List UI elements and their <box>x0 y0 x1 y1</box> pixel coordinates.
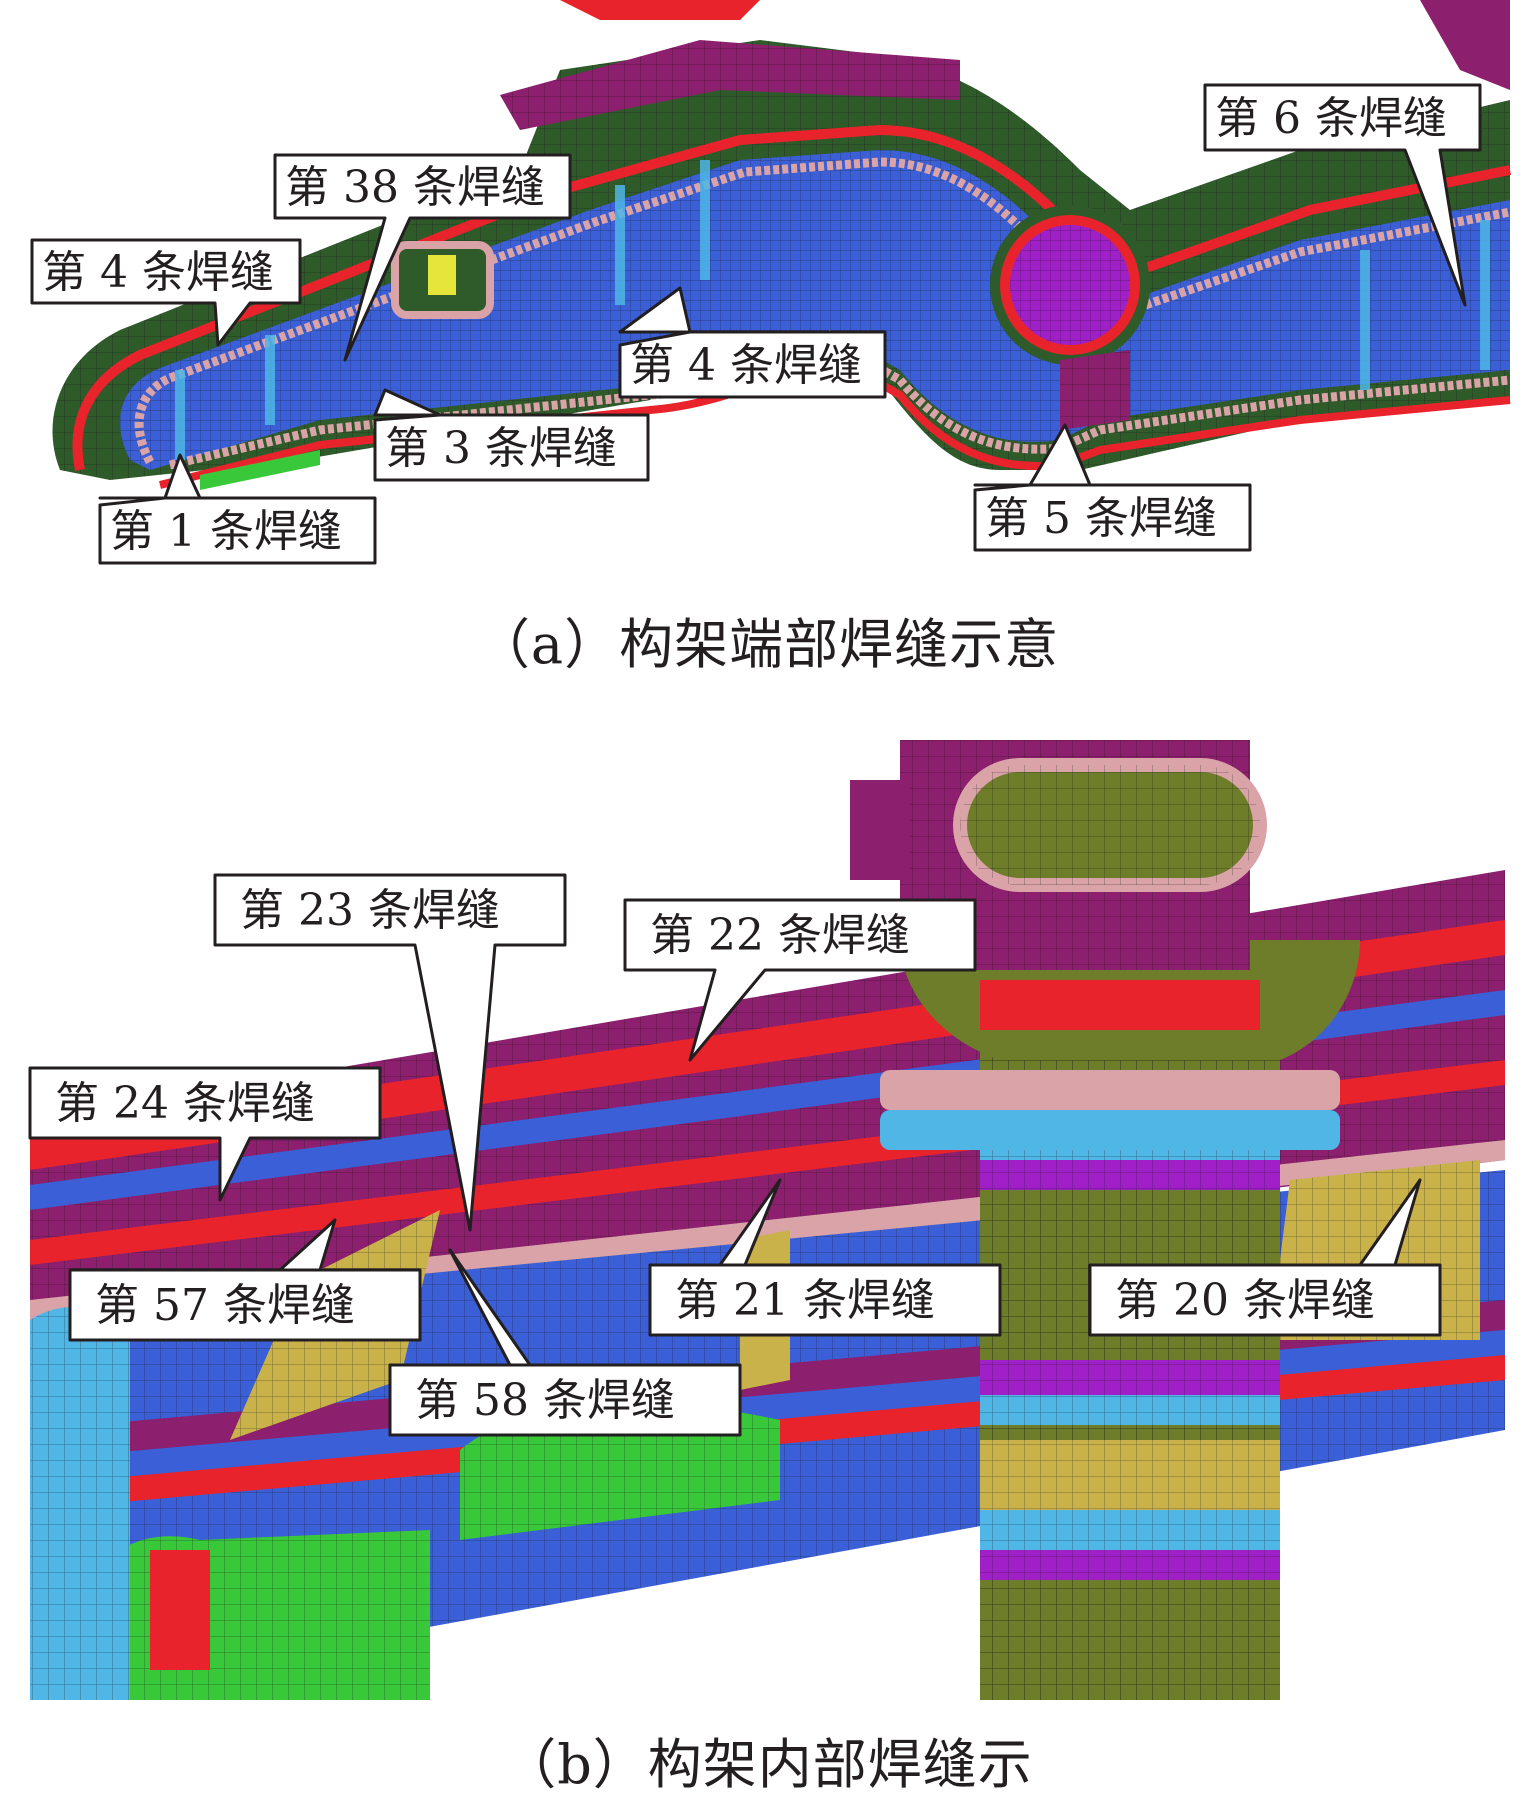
callout-weld-1: 第 1 条焊缝 <box>98 453 377 565</box>
callout-weld-3: 第 3 条焊缝 <box>373 388 650 482</box>
label-weld-38: 第 38 条焊缝 <box>285 162 545 213</box>
callout-weld-5: 第 5 条焊缝 <box>973 423 1252 552</box>
callout-weld-24: 第 24 条焊缝 <box>28 1066 382 1202</box>
callout-weld-22: 第 22 条焊缝 <box>623 898 977 1062</box>
panel-b-caption: （b）构架内部焊缝示 <box>502 1733 1033 1796</box>
label-weld-4-left: 第 4 条焊缝 <box>42 247 274 298</box>
label-weld-6: 第 6 条焊缝 <box>1215 93 1447 144</box>
callout-weld-58: 第 58 条焊缝 <box>388 1248 742 1437</box>
callout-weld-38: 第 38 条焊缝 <box>273 153 572 362</box>
panel-a-drawing: 第 38 条焊缝 第 4 条焊缝 第 4 条焊缝 第 3 条焊缝 第 1 条焊缝… <box>30 0 1511 565</box>
label-weld-57: 第 57 条焊缝 <box>95 1280 355 1331</box>
frame-end-mesh <box>52 0 1511 490</box>
label-weld-22: 第 22 条焊缝 <box>650 910 910 961</box>
callout-weld-23: 第 23 条焊缝 <box>213 873 567 1232</box>
callout-weld-21: 第 21 条焊缝 <box>648 1178 1002 1337</box>
callout-weld-57: 第 57 条焊缝 <box>68 1218 422 1342</box>
panel-a-figure: 第 38 条焊缝 第 4 条焊缝 第 4 条焊缝 第 3 条焊缝 第 1 条焊缝… <box>0 0 1535 600</box>
panel-b-figure: 第 23 条焊缝 第 22 条焊缝 第 24 条焊缝 第 57 条焊缝 第 58… <box>0 740 1535 1700</box>
callout-weld-6: 第 6 条焊缝 <box>1203 83 1482 307</box>
label-weld-5: 第 5 条焊缝 <box>985 493 1217 544</box>
callout-weld-20: 第 20 条焊缝 <box>1088 1178 1442 1337</box>
label-weld-58: 第 58 条焊缝 <box>415 1375 675 1426</box>
label-weld-21: 第 21 条焊缝 <box>675 1275 935 1326</box>
panel-b-drawing: 第 23 条焊缝 第 22 条焊缝 第 24 条焊缝 第 57 条焊缝 第 58… <box>28 740 1505 1700</box>
label-weld-20: 第 20 条焊缝 <box>1115 1275 1375 1326</box>
label-weld-4-mid: 第 4 条焊缝 <box>630 340 862 391</box>
label-weld-1: 第 1 条焊缝 <box>110 506 342 557</box>
label-weld-23: 第 23 条焊缝 <box>240 885 500 936</box>
label-weld-24: 第 24 条焊缝 <box>55 1078 315 1129</box>
callout-weld-4-mid: 第 4 条焊缝 <box>618 286 887 399</box>
callout-weld-4-left: 第 4 条焊缝 <box>30 238 302 347</box>
label-weld-3: 第 3 条焊缝 <box>385 423 617 474</box>
panel-a-caption: （a）构架端部焊缝示意 <box>475 613 1060 676</box>
